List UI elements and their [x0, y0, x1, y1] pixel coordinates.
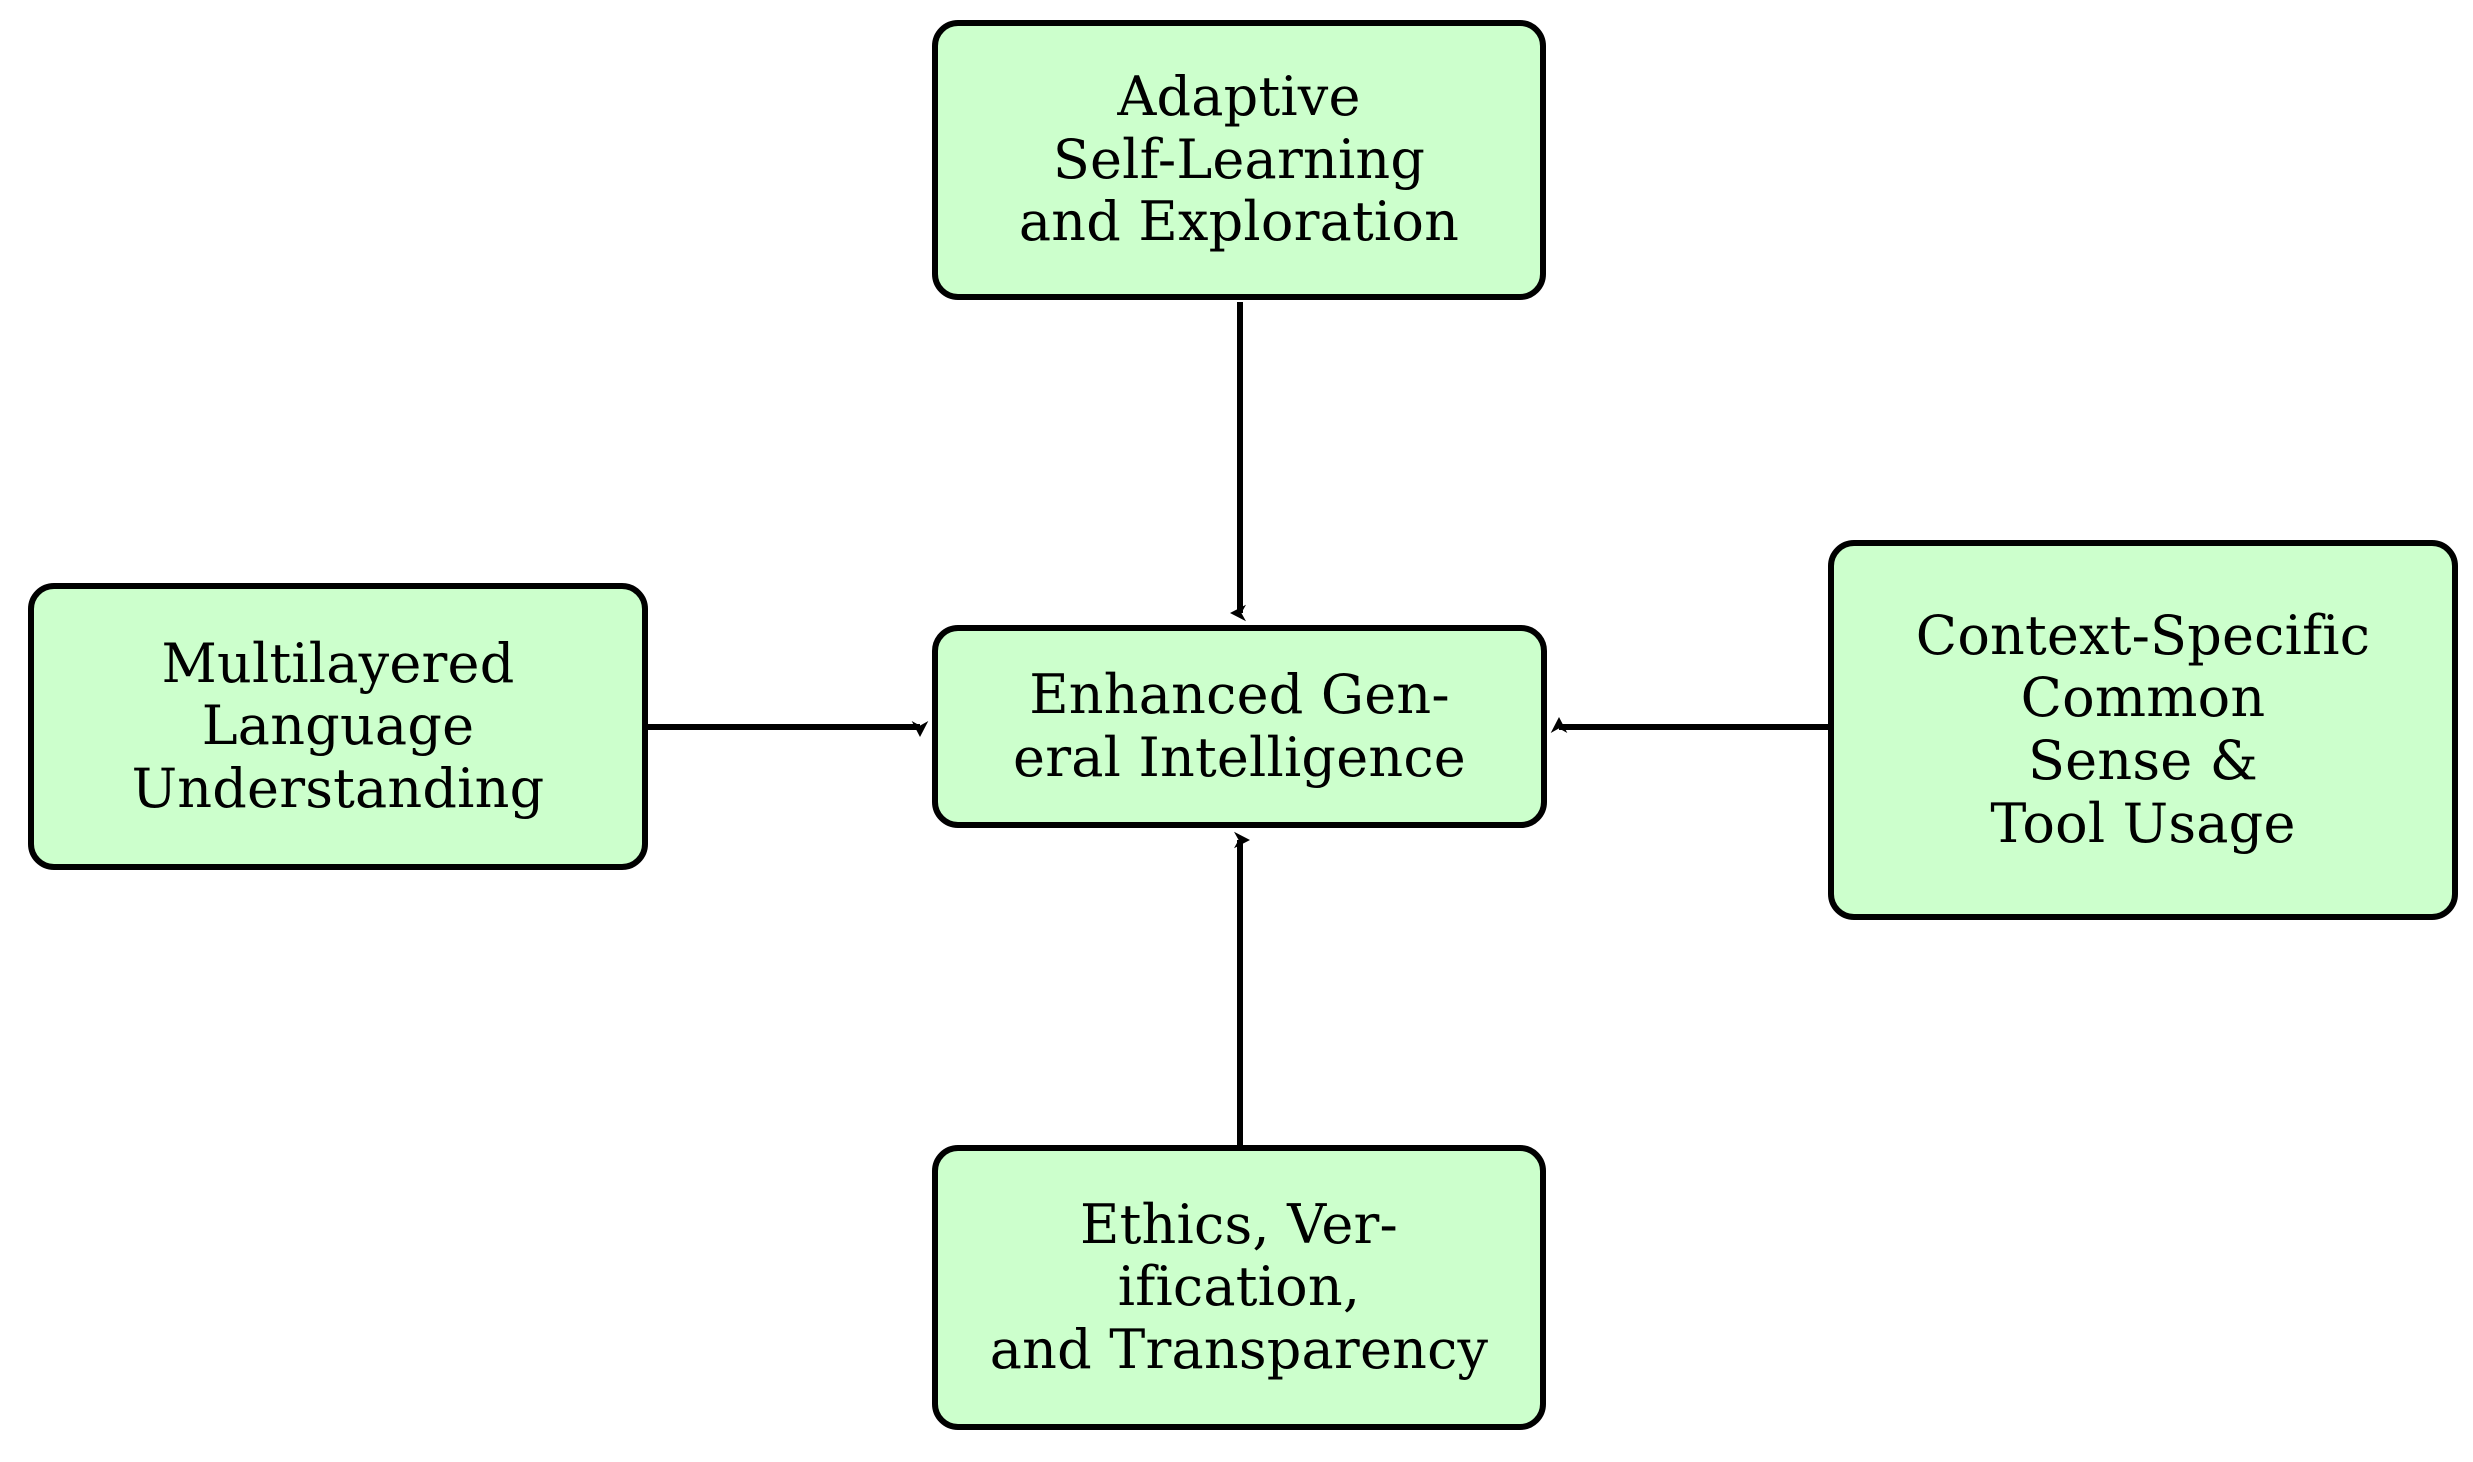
node-multilayered-language-understanding[interactable]: Multilayered Language Understanding: [28, 583, 648, 870]
node-label-top: Adaptive Self-Learning and Exploration: [1018, 65, 1460, 254]
node-label-bottom: Ethics, Ver- ification, and Transparency: [989, 1192, 1489, 1381]
node-label-center: Enhanced Gen- eral Intelligence: [1013, 662, 1466, 789]
node-label-left: Multilayered Language Understanding: [131, 631, 545, 820]
node-context-specific-common-sense-and-tool-usage[interactable]: Context-Specific Common Sense & Tool Usa…: [1828, 540, 2458, 920]
node-ethics-verification-and-transparency[interactable]: Ethics, Ver- ification, and Transparency: [932, 1145, 1546, 1430]
node-enhanced-general-intelligence[interactable]: Enhanced Gen- eral Intelligence: [932, 625, 1547, 828]
node-adaptive-self-learning-and-exploration[interactable]: Adaptive Self-Learning and Exploration: [932, 20, 1546, 300]
node-label-right: Context-Specific Common Sense & Tool Usa…: [1915, 603, 2371, 855]
